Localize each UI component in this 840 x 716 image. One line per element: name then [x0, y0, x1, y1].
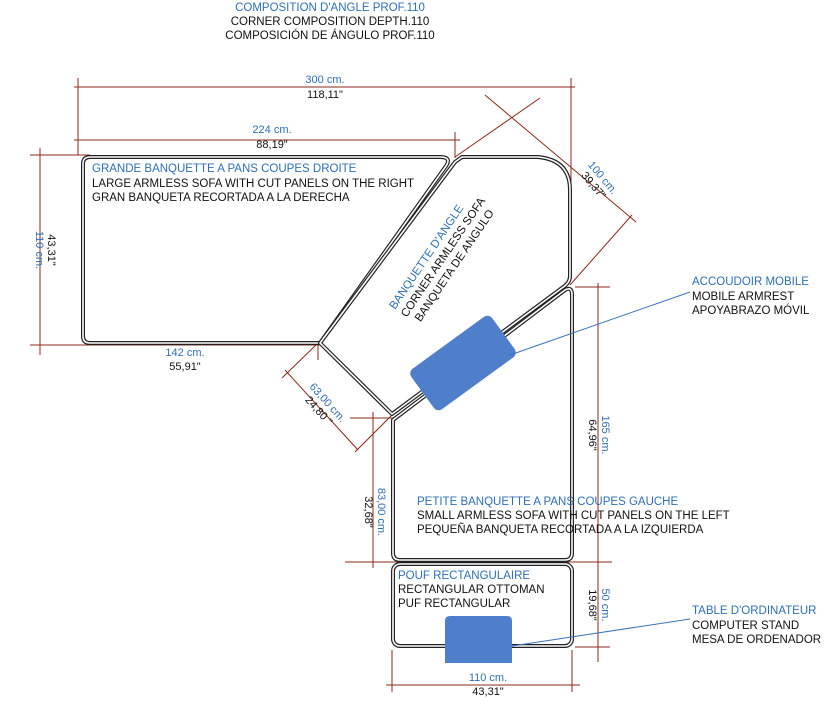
svg-text:SMALL ARMLESS SOFA WITH CUT PA: SMALL ARMLESS SOFA WITH CUT PANELS ON TH…	[417, 510, 730, 522]
svg-text:43,31": 43,31"	[45, 234, 57, 266]
armrest-callout-line	[509, 291, 691, 356]
svg-text:118,11": 118,11"	[307, 89, 343, 101]
svg-text:64,96": 64,96"	[586, 419, 598, 451]
svg-text:PEQUEÑA BANQUETA RECORTADA A L: PEQUEÑA BANQUETA RECORTADA A LA IZQUIERD…	[417, 523, 704, 536]
svg-text:MOBILE ARMREST: MOBILE ARMREST	[692, 291, 794, 303]
svg-text:RECTANGULAR OTTOMAN: RECTANGULAR OTTOMAN	[398, 584, 545, 596]
small-sofa-label: PETITE BANQUETTE A PANS COUPES GAUCHE SM…	[417, 496, 730, 536]
svg-text:COMPUTER STAND: COMPUTER STAND	[692, 620, 799, 632]
computer-stand-callout: TABLE D'ORDINATEUR COMPUTER STAND MESA D…	[692, 605, 821, 646]
dimension-lines	[30, 78, 637, 692]
mobile-armrest	[410, 315, 516, 411]
large-sofa	[81, 155, 450, 345]
svg-text:19,68": 19,68"	[586, 589, 598, 621]
svg-text:POUF RECTANGULAIRE: POUF RECTANGULAIRE	[398, 570, 530, 582]
svg-text:110 cm.: 110 cm.	[33, 231, 45, 269]
computer-stand	[445, 616, 512, 663]
svg-text:PETITE BANQUETTE A PANS COUPES: PETITE BANQUETTE A PANS COUPES GAUCHE	[417, 496, 678, 508]
svg-text:ACCOUDOIR MOBILE: ACCOUDOIR MOBILE	[692, 276, 809, 288]
dim-corner-diag: 100 cm. 39,37"	[578, 159, 619, 202]
armrest-callout: ACCOUDOIR MOBILE MOBILE ARMREST APOYABRA…	[692, 276, 810, 317]
dim-right-height: 165 cm. 64,96"	[586, 415, 611, 454]
dim-bottom-width: 110 cm. 43,31"	[469, 672, 507, 698]
title-fr: COMPOSITION D'ANGLE PROF.110	[235, 2, 425, 14]
svg-text:LARGE ARMLESS SOFA WITH CUT PA: LARGE ARMLESS SOFA WITH CUT PANELS ON TH…	[92, 178, 414, 190]
dim-total-width: 300 cm. 118,11"	[305, 74, 344, 101]
dim-small-left: 83,00 cm. 32,68"	[362, 488, 387, 536]
svg-text:300 cm.: 300 cm.	[305, 74, 344, 86]
svg-text:88,19": 88,19"	[256, 139, 288, 151]
large-sofa-label: GRANDE BANQUETTE A PANS COUPES DROITE LA…	[92, 163, 414, 204]
title-es: COMPOSICIÓN DE ÁNGULO PROF.110	[225, 29, 434, 42]
svg-text:GRANDE BANQUETTE A PANS COUPES: GRANDE BANQUETTE A PANS COUPES DROITE	[92, 163, 357, 175]
svg-text:GRAN BANQUETA RECORTADA A LA D: GRAN BANQUETA RECORTADA A LA DERECHA	[92, 192, 350, 204]
dim-depth-left: 110 cm. 43,31"	[33, 231, 57, 269]
small-sofa	[391, 286, 574, 562]
svg-text:224 cm.: 224 cm.	[252, 124, 291, 136]
svg-text:50 cm.: 50 cm.	[599, 588, 611, 621]
ottoman-label: POUF RECTANGULAIRE RECTANGULAR OTTOMAN P…	[398, 570, 545, 610]
title-en: CORNER COMPOSITION DEPTH.110	[231, 16, 430, 28]
svg-text:142 cm.: 142 cm.	[165, 347, 204, 359]
svg-text:TABLE D'ORDINATEUR: TABLE D'ORDINATEUR	[692, 605, 816, 617]
corner-sofa	[318, 155, 572, 416]
dim-corner-cut: 63,00 cm. 24,80 "	[302, 381, 348, 428]
svg-text:MESA DE ORDENADOR: MESA DE ORDENADOR	[692, 634, 821, 646]
svg-text:APOYABRAZO MÓVIL: APOYABRAZO MÓVIL	[692, 304, 810, 317]
dim-large-bottom: 142 cm. 55,91"	[165, 347, 204, 373]
stand-callout-line	[511, 618, 691, 647]
svg-text:165 cm.: 165 cm.	[599, 415, 611, 454]
svg-text:55,91": 55,91"	[169, 361, 201, 373]
dim-ottoman-depth: 50 cm. 19,68"	[586, 588, 611, 621]
dim-large-top: 224 cm. 88,19"	[252, 124, 291, 151]
svg-text:83,00 cm.: 83,00 cm.	[375, 488, 387, 536]
svg-text:43,31": 43,31"	[472, 686, 504, 698]
svg-text:32,68": 32,68"	[362, 496, 374, 528]
svg-text:110 cm.: 110 cm.	[469, 672, 507, 684]
svg-text:PUF RECTANGULAR: PUF RECTANGULAR	[398, 598, 510, 610]
